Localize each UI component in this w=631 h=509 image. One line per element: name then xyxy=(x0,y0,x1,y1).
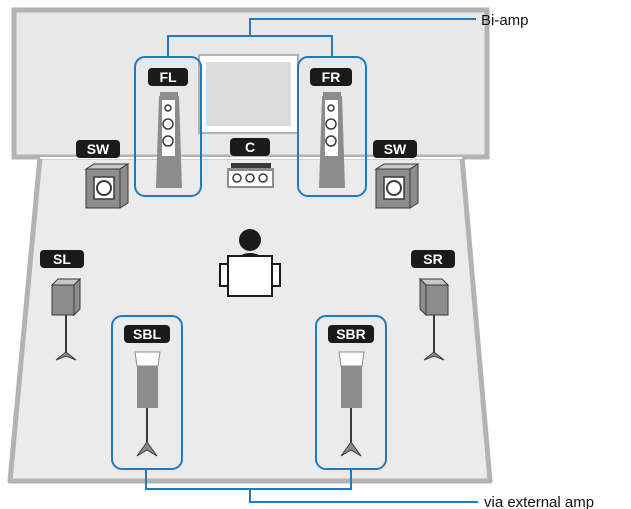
sbl-label-text: SBL xyxy=(133,326,161,342)
tower-speaker-icon xyxy=(156,92,182,188)
sr-label-text: SR xyxy=(423,251,442,267)
subwoofer-icon xyxy=(374,163,420,209)
sl-label: SL xyxy=(40,250,84,268)
room-floor xyxy=(7,154,493,484)
bi-amp-callout: Bi-amp xyxy=(481,12,529,29)
tower-speaker-icon xyxy=(134,351,161,457)
listener-icon xyxy=(219,229,281,297)
fr-label-text: FR xyxy=(322,69,341,85)
sw-left-label-text: SW xyxy=(87,141,110,157)
sr-label: SR xyxy=(411,250,455,268)
sw-left-label: SW xyxy=(76,140,120,158)
external-amp-callout: via external amp xyxy=(484,494,594,509)
tower-speaker-icon xyxy=(338,351,365,457)
sbr-label-text: SBR xyxy=(336,326,366,342)
sw-right-label-text: SW xyxy=(384,141,407,157)
surround-speaker-icon xyxy=(418,277,450,361)
sbr-label: SBR xyxy=(328,325,374,343)
external-amp-connector xyxy=(145,470,478,503)
sbl-highlight-box xyxy=(111,315,183,470)
bi-amp-connector xyxy=(167,18,476,57)
fl-highlight-box xyxy=(134,56,202,197)
c-label: C xyxy=(230,138,270,156)
tower-speaker-icon xyxy=(319,92,345,188)
subwoofer-icon xyxy=(84,163,130,209)
sbr-highlight-box xyxy=(315,315,387,470)
fr-label: FR xyxy=(310,68,352,86)
tv-screen-icon xyxy=(198,54,299,134)
surround-speaker-icon xyxy=(50,277,82,361)
sl-label-text: SL xyxy=(53,251,71,267)
c-label-text: C xyxy=(245,139,255,155)
sw-right-label: SW xyxy=(373,140,417,158)
center-speaker-icon xyxy=(227,163,274,188)
fl-label: FL xyxy=(148,68,188,86)
sbl-label: SBL xyxy=(124,325,170,343)
fr-highlight-box xyxy=(297,56,367,197)
fl-label-text: FL xyxy=(159,69,177,85)
